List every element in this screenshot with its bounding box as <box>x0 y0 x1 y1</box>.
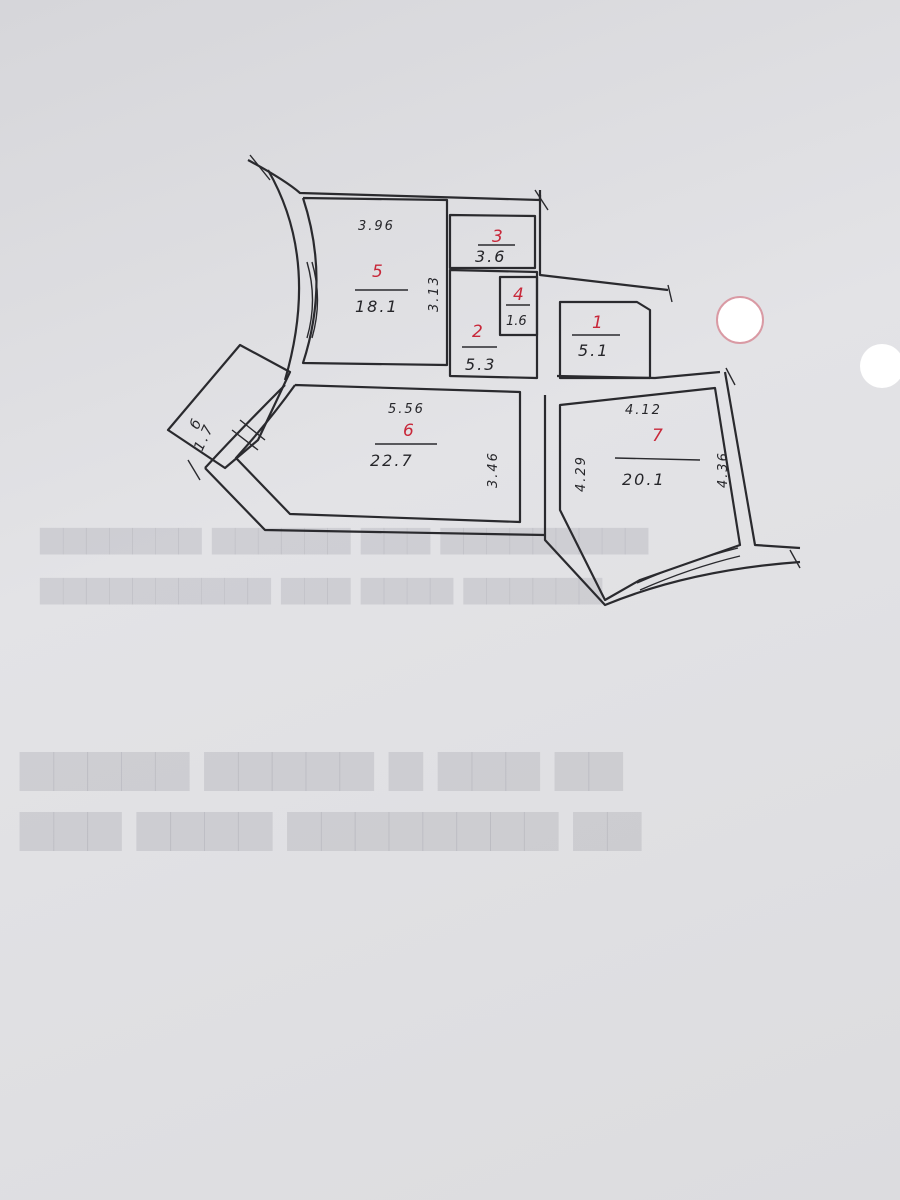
punch-hole <box>860 344 900 388</box>
bleed-through-text: ▆▆▆▆▆ ▆▆▆▆▆ ▆ ▆▆▆ ▆▆ <box>20 740 623 791</box>
room-area: 20.1 <box>622 470 666 489</box>
room-number: 6 <box>403 421 414 441</box>
window-marks <box>187 154 801 591</box>
room-area: 18.1 <box>355 297 399 316</box>
dimension-label: 3.96 <box>358 219 395 234</box>
dimension-label: 5.56 <box>388 402 425 417</box>
dimension-label: 3.46 <box>486 451 501 488</box>
dimension-label: 4.12 <box>625 403 662 418</box>
room-number: 5 <box>372 262 383 282</box>
room-number: 7 <box>652 426 663 446</box>
room-number: 3 <box>492 227 503 247</box>
room-number: 4 <box>513 285 524 305</box>
label-divider <box>614 457 701 461</box>
room-area: 22.7 <box>370 451 414 470</box>
room-area: 1.6 <box>506 314 527 329</box>
bleed-through-text: ▆▆▆ ▆▆▆▆ ▆▆▆▆▆▆▆▆ ▆▆ <box>20 800 642 851</box>
walls <box>166 159 801 607</box>
punch-hole <box>716 296 764 344</box>
room-area: 3.6 <box>475 247 506 266</box>
bleed-through-text: ▆▆▆▆▆▆▆ ▆▆▆▆▆▆ ▆▆▆ ▆▆▆▆▆▆▆▆▆ <box>40 520 649 555</box>
room-number: 2 <box>472 322 483 342</box>
bleed-through-text: ▆▆▆▆▆▆▆▆▆▆ ▆▆▆ ▆▆▆▆ ▆▆▆▆▆▆ <box>40 570 602 605</box>
dimension-label: 4.36 <box>716 451 731 488</box>
room-area: 5.1 <box>578 341 609 360</box>
room-area: 5.3 <box>465 355 496 374</box>
room-number: 1 <box>592 313 603 333</box>
dimension-label: 4.29 <box>574 455 589 492</box>
dimension-label: 3.13 <box>427 275 442 312</box>
